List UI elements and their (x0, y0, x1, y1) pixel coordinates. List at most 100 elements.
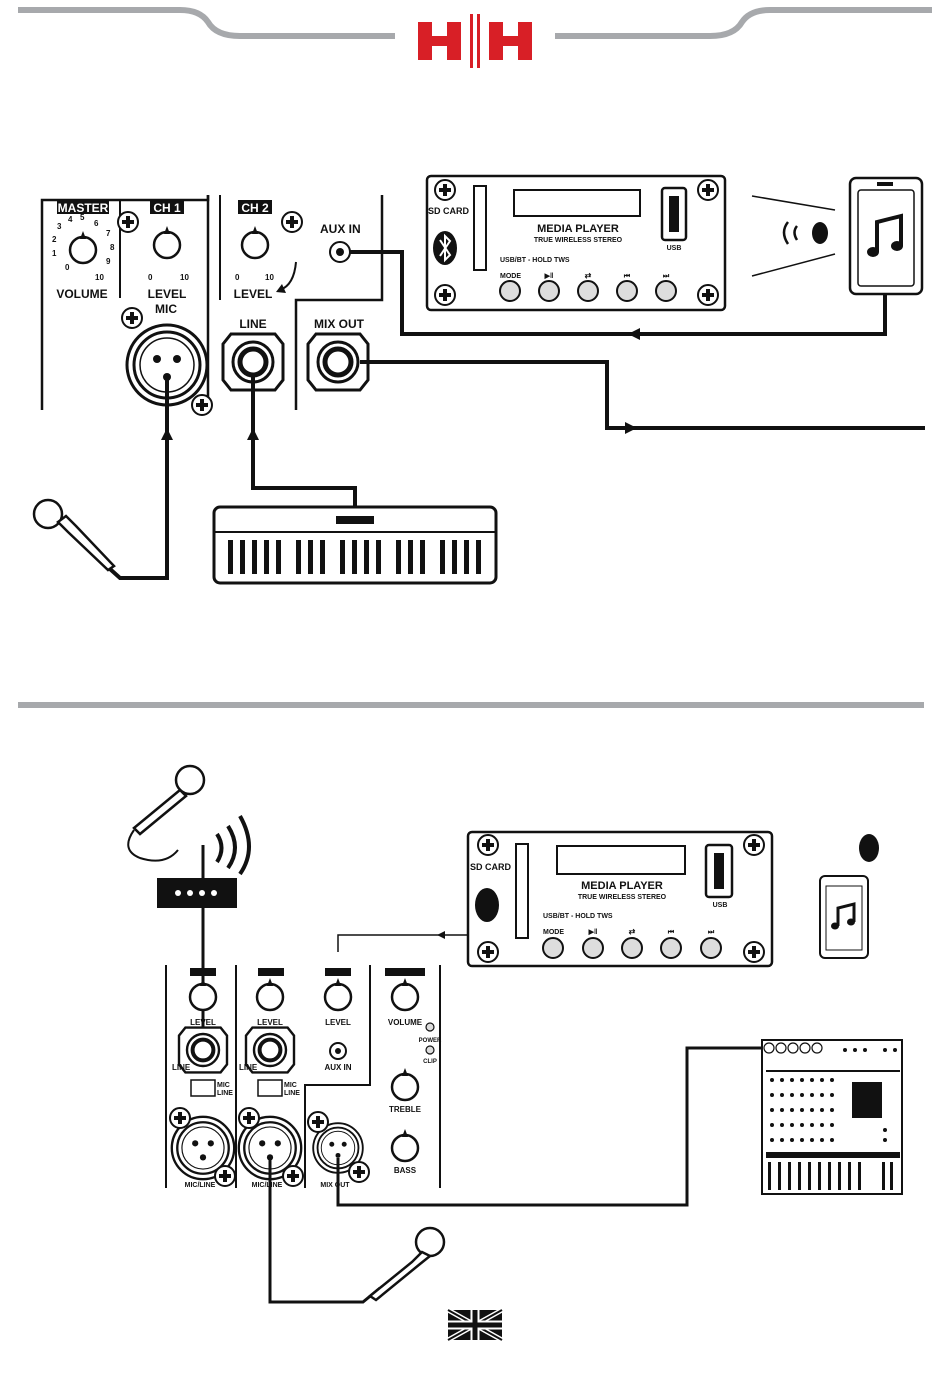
play-pause-button[interactable] (538, 280, 560, 302)
svg-text:CLIP: CLIP (423, 1059, 437, 1065)
repeat-button[interactable] (621, 937, 643, 959)
svg-text:LEVEL: LEVEL (325, 1018, 351, 1027)
svg-text:MIX OUT: MIX OUT (320, 1182, 350, 1189)
smartphone-top (751, 176, 924, 296)
media-player-bottom: SD CARD MEDIA PLAYER TRUE WIRELESS STERE… (466, 830, 774, 968)
svg-text:LINE: LINE (217, 1090, 233, 1097)
svg-text:⏮: ⏮ (668, 929, 675, 936)
svg-text:LINE: LINE (172, 1063, 191, 1072)
screw-icon (116, 210, 140, 234)
display (556, 845, 686, 875)
mic-label: MIC (155, 302, 177, 316)
mode-label: MODE (500, 273, 521, 280)
svg-text:8: 8 (110, 243, 115, 252)
display (513, 189, 641, 217)
ch2-level-label: LEVEL (234, 287, 273, 301)
hold-tws-label: USB/BT - HOLD TWS (500, 257, 570, 264)
svg-text:0: 0 (235, 273, 240, 282)
svg-text:LINE: LINE (239, 1063, 258, 1072)
bluetooth-icon (859, 834, 879, 862)
header (18, 7, 932, 68)
svg-text:MIC: MIC (284, 1082, 297, 1089)
aux-in-label: AUX IN (320, 222, 361, 236)
keyboard-icon (212, 505, 498, 585)
svg-text:AUX IN: AUX IN (324, 1063, 351, 1072)
svg-text:BASS: BASS (394, 1166, 417, 1175)
svg-text:MIC/LINE: MIC/LINE (252, 1182, 283, 1189)
line-label: LINE (239, 317, 266, 331)
sd-card-slot[interactable] (515, 843, 529, 939)
mode-button[interactable] (499, 280, 521, 302)
svg-text:10: 10 (95, 273, 104, 282)
wireless-receiver-icon (127, 764, 251, 908)
top-panel: MASTER VOLUME CH 1 LEVEL MIC CH 2 LEVEL … (40, 195, 384, 417)
svg-text:4: 4 (68, 215, 73, 224)
play-pause-button[interactable] (582, 937, 604, 959)
sd-card-label: SD CARD (428, 206, 470, 216)
svg-text:MIC: MIC (217, 1082, 230, 1089)
sd-card-label: SD CARD (470, 862, 512, 872)
svg-text:0: 0 (148, 273, 153, 282)
cables-bottom (268, 1046, 770, 1304)
svg-text:TRUE WIRELESS STEREO: TRUE WIRELESS STEREO (578, 894, 667, 901)
repeat-button[interactable] (577, 280, 599, 302)
media-player-top: SD CARD MEDIA PLAYER TRUE WIRELESS STERE… (425, 174, 727, 312)
mixer-icon (761, 1039, 903, 1195)
svg-text:MIC/LINE: MIC/LINE (185, 1182, 216, 1189)
smartphone-bottom (819, 834, 879, 959)
svg-text:10: 10 (180, 273, 189, 282)
svg-text:LEVEL: LEVEL (257, 1018, 283, 1027)
master-volume-knob[interactable] (68, 229, 98, 265)
uk-flag-icon (446, 1307, 504, 1343)
svg-text:⏭: ⏭ (663, 273, 670, 280)
ch1-level-knob[interactable] (152, 224, 182, 260)
mic-line-switch[interactable] (257, 1079, 283, 1097)
svg-text:3: 3 (57, 222, 62, 231)
ch2-label: CH 2 (241, 201, 269, 215)
svg-text:MEDIA PLAYER: MEDIA PLAYER (581, 880, 663, 892)
svg-text:TREBLE: TREBLE (389, 1105, 422, 1114)
mode-button[interactable] (542, 937, 564, 959)
mix-out-label: MIX OUT (314, 317, 365, 331)
music-note-icon (867, 213, 903, 257)
screw-icon (280, 210, 304, 234)
next-button[interactable] (700, 937, 722, 959)
svg-text:⏮: ⏮ (624, 273, 631, 280)
mix-out-jack[interactable] (308, 334, 368, 390)
svg-text:USB: USB (713, 902, 728, 909)
svg-text:1: 1 (52, 249, 57, 258)
svg-text:⏭: ⏭ (708, 929, 715, 936)
prev-button[interactable] (616, 280, 638, 302)
hh-logo-icon (418, 14, 532, 68)
media-title: MEDIA PLAYER (537, 223, 619, 235)
svg-text:MODE: MODE (543, 929, 564, 936)
usb-label: USB (667, 245, 682, 252)
ch1-label: CH 1 (153, 201, 181, 215)
svg-text:POWER: POWER (419, 1038, 442, 1044)
mic-line-switch[interactable] (190, 1079, 216, 1097)
microphone-icon (32, 498, 116, 572)
svg-text:⇄: ⇄ (585, 271, 592, 280)
volume-label: VOLUME (56, 287, 107, 301)
svg-text:0: 0 (65, 263, 70, 272)
ch1-level-label: LEVEL (148, 287, 187, 301)
sd-card-slot[interactable] (473, 185, 487, 271)
bottom-panel: LEVEL LEVEL LEVEL VOLUME LINE LINE AUX I… (165, 965, 442, 1189)
svg-text:LEVEL: LEVEL (190, 1018, 216, 1027)
prev-button[interactable] (660, 937, 682, 959)
svg-text:▶‖: ▶‖ (588, 929, 598, 936)
svg-text:10: 10 (265, 273, 274, 282)
ch2-level-knob[interactable] (240, 224, 270, 260)
svg-text:9: 9 (106, 257, 111, 266)
bluetooth-icon (812, 222, 828, 244)
screw-icon (120, 306, 144, 330)
svg-text:2: 2 (52, 235, 57, 244)
media-subtitle: TRUE WIRELESS STEREO (534, 237, 623, 244)
svg-text:USB/BT - HOLD TWS: USB/BT - HOLD TWS (543, 913, 613, 920)
svg-text:6: 6 (94, 219, 99, 228)
svg-text:LINE: LINE (284, 1090, 300, 1097)
svg-text:▶‖: ▶‖ (544, 273, 554, 280)
master-label: MASTER (58, 201, 109, 215)
next-button[interactable] (655, 280, 677, 302)
